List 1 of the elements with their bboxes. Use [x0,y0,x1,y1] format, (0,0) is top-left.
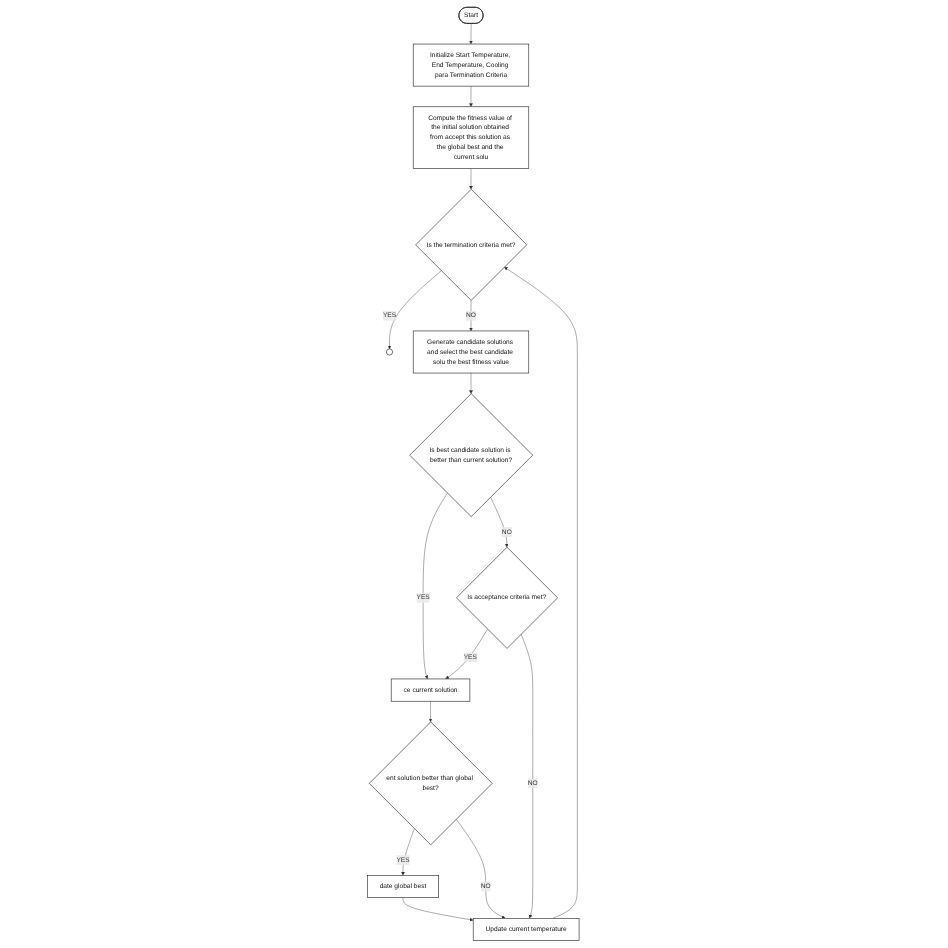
node-circle [386,348,394,356]
